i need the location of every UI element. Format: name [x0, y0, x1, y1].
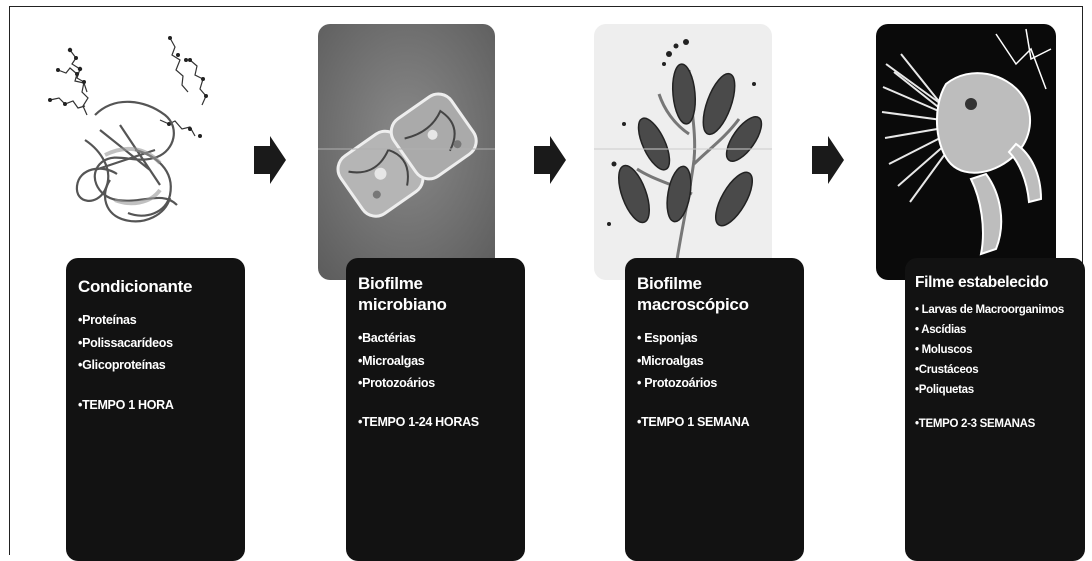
stage-title-line: Biofilme: [358, 273, 513, 294]
stage-time: •TEMPO 1 SEMANA: [637, 415, 792, 429]
stage-items: •Proteínas •Polissacarídeos •Glicoproteí…: [78, 309, 233, 377]
list-item: •Proteínas: [78, 309, 233, 332]
list-item: •Bactérias: [358, 327, 513, 350]
list-item: • Moluscos: [915, 340, 1075, 360]
stage-time: •TEMPO 1-24 HORAS: [358, 415, 513, 429]
list-item: • Larvas de Macroorganimos: [915, 300, 1075, 320]
stage-title: Filme estabelecido: [915, 272, 1075, 293]
protein-structure-image: [40, 30, 225, 258]
stage-title-line: macroscópico: [637, 294, 792, 315]
list-item: •Polissacarídeos: [78, 332, 233, 355]
stage-title-line: Biofilme: [637, 273, 792, 294]
list-item: •Poliquetas: [915, 380, 1075, 400]
list-item: •Microalgas: [358, 350, 513, 373]
list-item: • Esponjas: [637, 327, 792, 350]
stage-items: •Bactérias •Microalgas •Protozoários: [358, 327, 513, 395]
stage-title: Condicionante: [78, 276, 233, 297]
list-item: •Glicoproteínas: [78, 354, 233, 377]
stage-items: • Larvas de Macroorganimos • Ascídias • …: [915, 300, 1075, 400]
stage-card-condicionante: Condicionante •Proteínas •Polissacarídeo…: [66, 258, 245, 561]
barnacle-larva-image: [876, 24, 1056, 280]
list-item: •Microalgas: [637, 350, 792, 373]
arrow-right-icon: [534, 136, 566, 184]
list-item: •Crustáceos: [915, 360, 1075, 380]
list-item: • Ascídias: [915, 320, 1075, 340]
stage-card-biofilme-microbiano: Biofilme microbiano •Bactérias •Microalg…: [346, 258, 525, 561]
stage-card-filme-estabelecido: Filme estabelecido • Larvas de Macroorga…: [905, 258, 1085, 561]
diatom-micrograph-image: [318, 24, 495, 280]
stage-time: •TEMPO 1 HORA: [78, 398, 233, 412]
stage-title: Biofilme macroscópico: [637, 273, 792, 315]
stage-title-line: microbiano: [358, 294, 513, 315]
stage-card-biofilme-macroscopico: Biofilme macroscópico • Esponjas •Microa…: [625, 258, 804, 561]
stage-items: • Esponjas •Microalgas • Protozoários: [637, 327, 792, 395]
stage-title: Biofilme microbiano: [358, 273, 513, 315]
stage-time: •TEMPO 2-3 SEMANAS: [915, 418, 1075, 430]
arrow-right-icon: [254, 136, 286, 184]
stalked-protozoa-image: [594, 24, 772, 280]
arrow-right-icon: [812, 136, 844, 184]
list-item: •Protozoários: [358, 372, 513, 395]
list-item: • Protozoários: [637, 372, 792, 395]
